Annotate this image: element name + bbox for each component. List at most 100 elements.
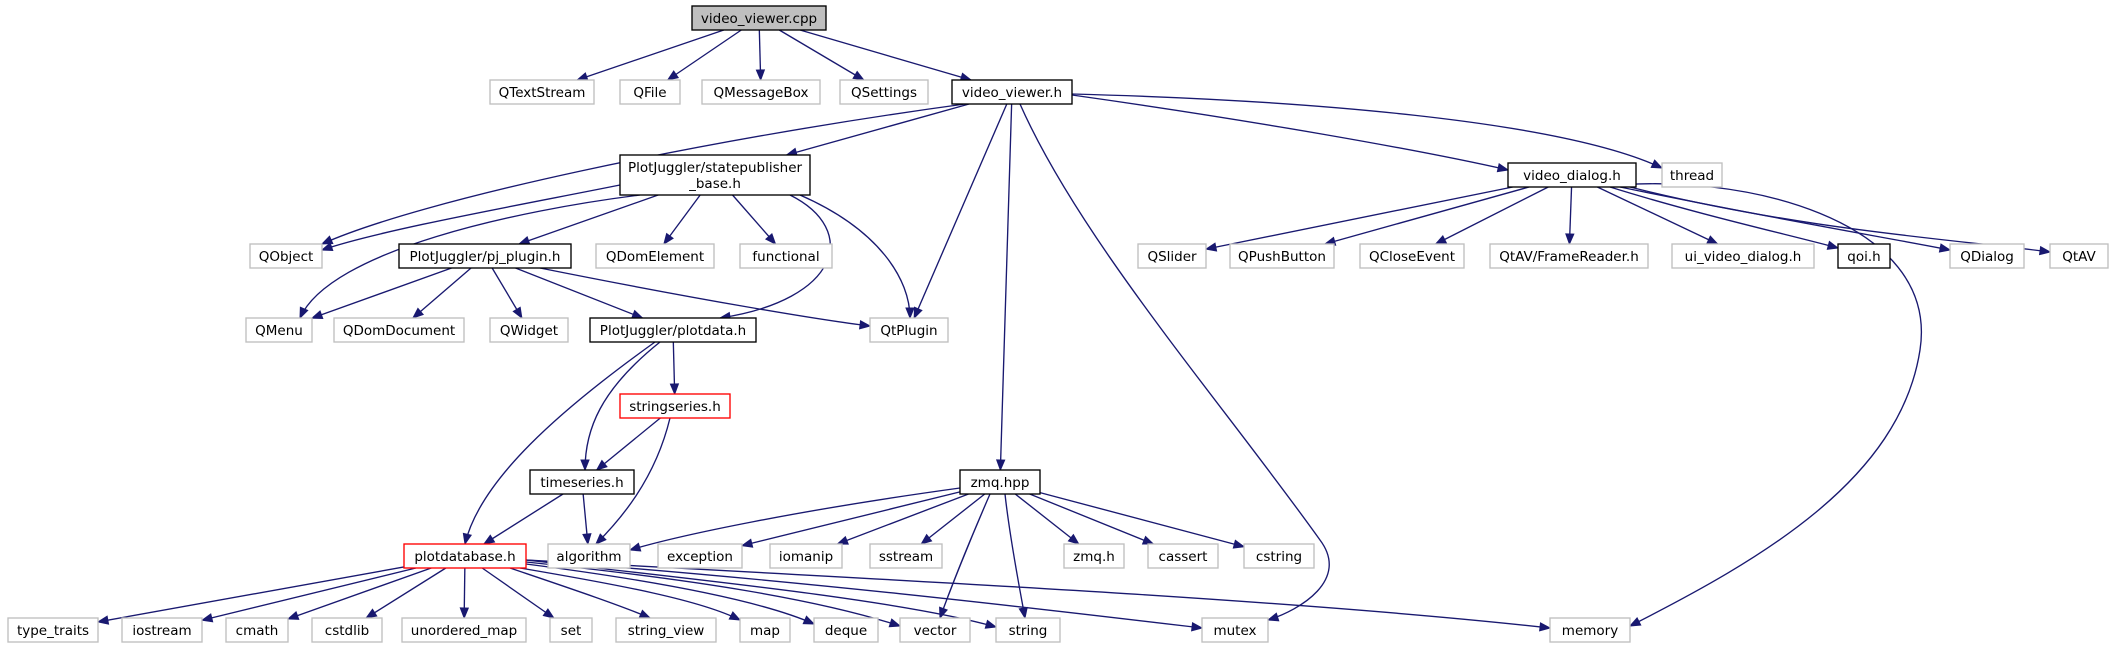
edge-pj-plugin-h-to-QMenu-arrowhead — [310, 310, 324, 320]
edge-plotdatabase-h-to-deque-arrowhead — [802, 615, 816, 625]
edge-video-dialog-h-to-QSlider — [1205, 186, 1513, 250]
edge-pj-plugin-h-to-QWidget-arrowhead — [512, 306, 523, 320]
node-thread[interactable]: thread — [1661, 162, 1723, 188]
edge-zmq-hpp-to-algorithm — [629, 487, 961, 551]
node-iostream[interactable]: iostream — [121, 617, 203, 643]
node-qwidget[interactable]: QWidget — [489, 317, 569, 343]
node-qcloseevent[interactable]: QCloseEvent — [1359, 243, 1465, 269]
node-box-vector — [899, 617, 971, 643]
node-timeseries-h[interactable]: timeseries.h — [529, 469, 635, 495]
node-deque[interactable]: deque — [813, 617, 879, 643]
node-label-algorithm: algorithm — [556, 549, 621, 565]
node-video-dialog-h[interactable]: video_dialog.h — [1507, 162, 1637, 188]
node-plotdata-h[interactable]: PlotJuggler/plotdata.h — [589, 317, 757, 343]
node-label-mutex: mutex — [1213, 623, 1256, 639]
node-box-cstdlib — [311, 617, 383, 643]
edge-video-dialog-h-to-QDialog-arrowhead — [1938, 243, 1952, 253]
node-qtplugin[interactable]: QtPlugin — [869, 317, 949, 343]
node-video-viewer-cpp[interactable]: video_viewer.cpp — [691, 5, 827, 31]
node-box-cstring — [1243, 543, 1315, 569]
edge-statepublisher-to-QObject-arrowhead — [320, 242, 334, 252]
edge-video-dialog-h-to-memory-arrowhead — [1628, 617, 1642, 627]
node-plotdatabase-h[interactable]: plotdatabase.h — [403, 543, 527, 569]
node-label-qdomelement: QDomElement — [606, 249, 704, 265]
node-qfile[interactable]: QFile — [619, 79, 681, 105]
node-stringseries-h[interactable]: stringseries.h — [619, 393, 731, 419]
node-qmenu[interactable]: QMenu — [245, 317, 313, 343]
node-video-viewer-h[interactable]: video_viewer.h — [951, 79, 1073, 105]
node-box-qdomelement — [595, 243, 715, 269]
node-box-pj-plugin-h — [398, 243, 572, 269]
node-box-qmessagebox — [701, 79, 821, 105]
node-box-qmenu — [245, 317, 313, 343]
node-cassert[interactable]: cassert — [1147, 543, 1219, 569]
edge-timeseries-h-to-plotdatabase-h-arrowhead — [482, 534, 496, 545]
node-algorithm[interactable]: algorithm — [547, 543, 631, 569]
node-unordered-map[interactable]: unordered_map — [401, 617, 527, 643]
node-statepublisher[interactable]: PlotJuggler/statepublisher_base.h — [619, 154, 811, 196]
edge-statepublisher-to-functional — [732, 194, 776, 245]
node-sstream[interactable]: sstream — [869, 543, 943, 569]
node-label-qpushbutton: QPushButton — [1238, 249, 1326, 265]
edge-plotdatabase-h-to-vector — [525, 561, 901, 627]
edge-video-viewer-h-to-mutex-arrowhead — [1266, 612, 1280, 622]
node-qoi-h[interactable]: qoi.h — [1837, 243, 1891, 269]
node-map[interactable]: map — [739, 617, 791, 643]
node-string-view[interactable]: string_view — [615, 617, 717, 643]
node-zmq-hpp[interactable]: zmq.hpp — [959, 469, 1041, 495]
node-box-cassert — [1147, 543, 1219, 569]
node-zmq-h[interactable]: zmq.h — [1063, 543, 1125, 569]
node-ui-video-dialog[interactable]: ui_video_dialog.h — [1671, 243, 1815, 269]
node-qmessagebox[interactable]: QMessageBox — [701, 79, 821, 105]
edge-video-viewer-h-to-video-dialog-h-arrowhead — [1496, 163, 1510, 173]
edge-plotdatabase-h-to-string-view — [509, 567, 651, 619]
edge-zmq-hpp-to-iomanip — [837, 493, 969, 545]
node-memory[interactable]: memory — [1549, 617, 1631, 643]
node-label-string: string — [1009, 623, 1048, 639]
node-string[interactable]: string — [995, 617, 1061, 643]
node-qdomelement[interactable]: QDomElement — [595, 243, 715, 269]
node-qtav[interactable]: QtAV — [2049, 243, 2109, 269]
node-set[interactable]: set — [549, 617, 593, 643]
edge-video-dialog-h-to-qoi-h — [1609, 186, 1839, 249]
edge-pj-plugin-h-to-QtPlugin — [539, 267, 871, 327]
node-framereader[interactable]: QtAV/FrameReader.h — [1489, 243, 1649, 269]
node-box-thread — [1661, 162, 1723, 188]
node-box-sstream — [869, 543, 943, 569]
node-label-cstring: cstring — [1256, 549, 1302, 565]
node-label-zmq-hpp: zmq.hpp — [971, 475, 1030, 491]
edge-pj-plugin-h-to-plotdata-h — [515, 267, 643, 319]
edge-zmq-hpp-to-sstream — [920, 493, 986, 545]
edge-zmq-hpp-to-vector-arrowhead — [939, 606, 948, 620]
edge-plotdatabase-h-to-map — [519, 567, 741, 621]
node-functional[interactable]: functional — [739, 243, 833, 269]
node-type-traits[interactable]: type_traits — [7, 617, 99, 643]
node-cstring[interactable]: cstring — [1243, 543, 1315, 569]
node-cstdlib[interactable]: cstdlib — [311, 617, 383, 643]
edge-statepublisher-to-pj-plugin-h-arrowhead — [517, 236, 531, 245]
node-mutex[interactable]: mutex — [1201, 617, 1269, 643]
node-label-video-dialog-h: video_dialog.h — [1523, 168, 1621, 184]
node-qtextstream[interactable]: QTextStream — [489, 79, 595, 105]
node-label-pj-plugin-h: PlotJuggler/pj_plugin.h — [410, 249, 561, 265]
node-qslider[interactable]: QSlider — [1137, 243, 1207, 269]
node-vector[interactable]: vector — [899, 617, 971, 643]
node-qobject[interactable]: QObject — [249, 243, 323, 269]
node-qdomdocument[interactable]: QDomDocument — [333, 317, 465, 343]
edge-plotdatabase-h-to-memory-arrowhead — [1539, 622, 1552, 632]
edge-plotdatabase-h-to-cstdlib-arrowhead — [364, 608, 378, 619]
edge-stringseries-h-to-timeseries-h-arrowhead — [595, 459, 608, 471]
node-pj-plugin-h[interactable]: PlotJuggler/pj_plugin.h — [398, 243, 572, 269]
node-iomanip[interactable]: iomanip — [769, 543, 843, 569]
node-cmath[interactable]: cmath — [225, 617, 289, 643]
node-box-video-viewer-cpp — [691, 5, 827, 31]
edge-pj-plugin-h-to-plotdata-h-arrowhead — [631, 309, 644, 319]
edge-statepublisher-to-functional-arrowhead — [764, 232, 777, 246]
node-qdialog[interactable]: QDialog — [1949, 243, 2025, 269]
node-exception[interactable]: exception — [657, 543, 743, 569]
node-qpushbutton[interactable]: QPushButton — [1229, 243, 1335, 269]
edge-video-viewer-h-to-zmq-hpp — [999, 103, 1013, 471]
node-qsettings[interactable]: QSettings — [839, 79, 929, 105]
node-box-zmq-hpp — [959, 469, 1041, 495]
